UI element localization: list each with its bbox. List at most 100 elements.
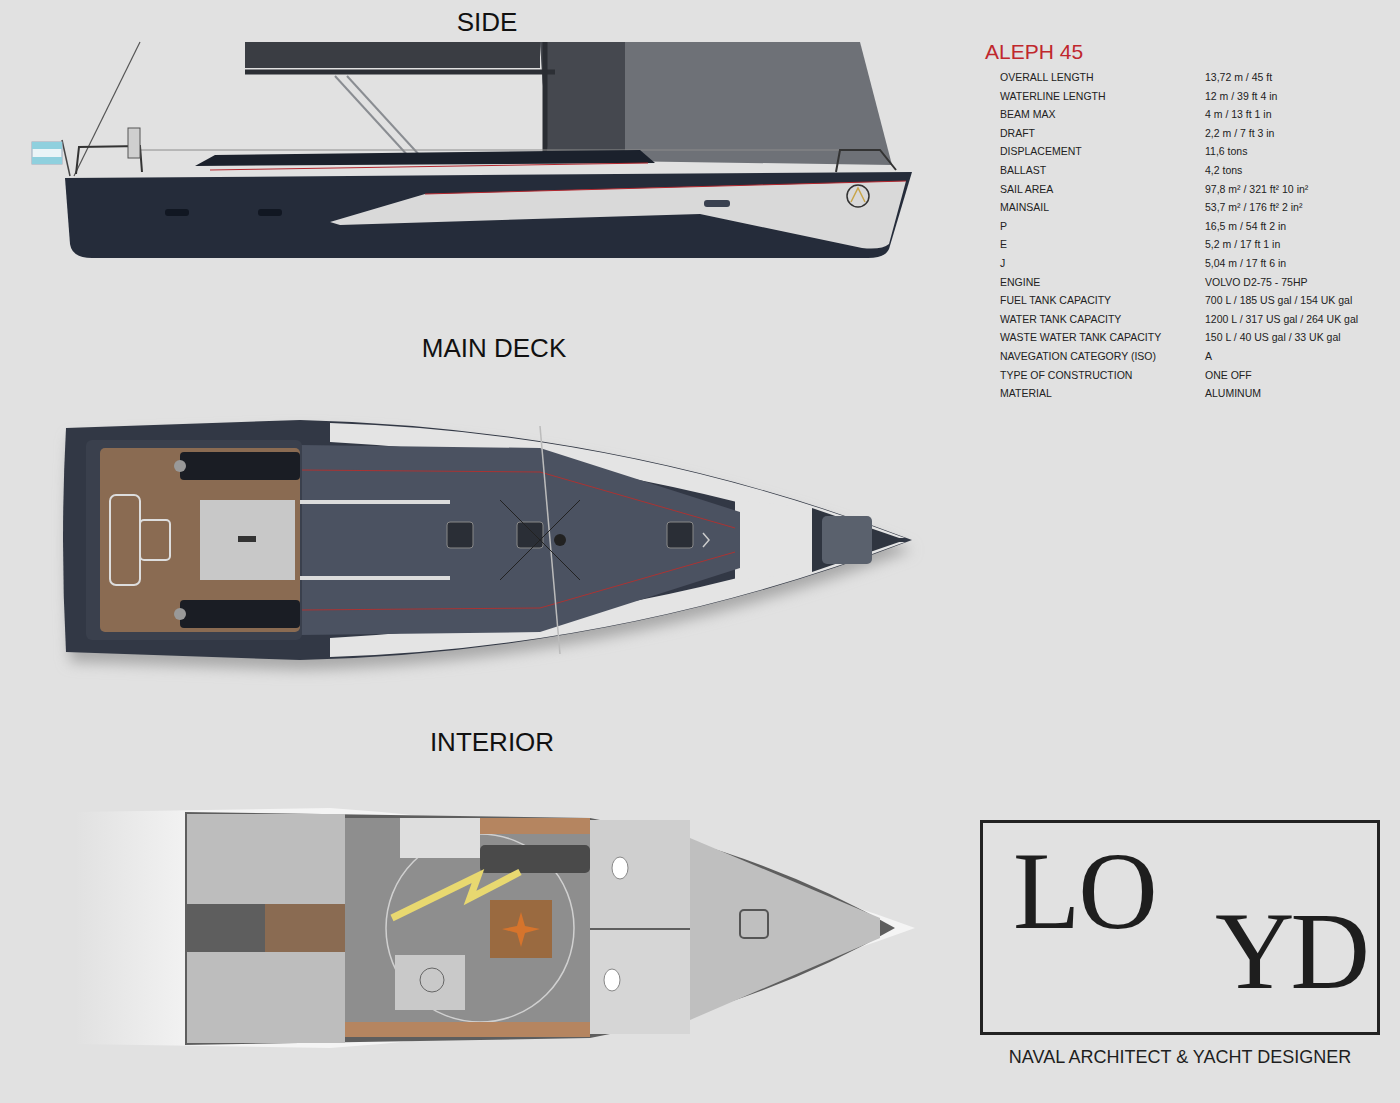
logo-caption: NAVAL ARCHITECT & YACHT DESIGNER xyxy=(1009,1048,1351,1066)
deck-hull xyxy=(63,420,912,660)
spec-name: DRAFT xyxy=(1000,128,1035,139)
forward-cabin xyxy=(690,838,880,1020)
hatch xyxy=(447,522,473,548)
spec-name: WATERLINE LENGTH xyxy=(1000,91,1106,102)
flag-stripe xyxy=(32,142,62,149)
spec-name: BEAM MAX xyxy=(1000,109,1055,120)
deck-plan xyxy=(63,420,912,670)
logo-box: LOYDNAVAL ARCHITECT & YACHT DESIGNER xyxy=(980,820,1380,1035)
porthole xyxy=(258,209,282,216)
spec-value: 700 L / 185 US gal / 154 UK gal xyxy=(1205,295,1352,306)
side-view xyxy=(32,42,912,258)
helm-seat xyxy=(110,495,140,585)
view-heading: SIDE xyxy=(457,9,518,35)
sink xyxy=(420,968,444,992)
spec-title: ALEPH 45 xyxy=(985,41,1083,62)
track xyxy=(300,576,450,580)
spreaders xyxy=(500,500,580,580)
spec-name: MAINSAIL xyxy=(1000,202,1049,213)
spec-name: WASTE WATER TANK CAPACITY xyxy=(1000,332,1161,343)
spec-name: FUEL TANK CAPACITY xyxy=(1000,295,1111,306)
spec-name: SAIL AREA xyxy=(1000,184,1053,195)
spec-name: OVERALL LENGTH xyxy=(1000,72,1094,83)
hatch xyxy=(740,910,768,938)
aft-cabin xyxy=(187,952,345,1043)
flagstaff xyxy=(62,140,70,176)
winch xyxy=(174,460,186,472)
toilet xyxy=(612,857,628,879)
flag-stripe xyxy=(32,157,62,164)
pinstripe xyxy=(425,181,906,194)
cockpit-coaming xyxy=(86,440,302,640)
joinery xyxy=(480,818,590,834)
spec-value: 4 m / 13 ft 1 in xyxy=(1205,109,1272,120)
hull-emblem xyxy=(847,185,869,207)
hull-panel xyxy=(330,181,906,249)
boom xyxy=(245,70,555,75)
mast xyxy=(543,42,548,162)
hull-emblem-mark xyxy=(851,188,865,202)
spec-value: 5,04 m / 17 ft 6 in xyxy=(1205,258,1286,269)
cockpit-bench xyxy=(180,600,300,628)
spec-value: 13,72 m / 45 ft xyxy=(1205,72,1272,83)
mainsail xyxy=(245,42,540,68)
jib-shade xyxy=(540,42,625,161)
spec-value: 97,8 m² / 321 ft² 10 in² xyxy=(1205,184,1308,195)
flag xyxy=(32,142,62,164)
foredeck xyxy=(735,500,812,580)
companionway xyxy=(265,904,345,952)
view-heading: MAIN DECK xyxy=(422,335,566,361)
stern-fitting xyxy=(128,128,140,158)
spec-name: BALLAST xyxy=(1000,165,1046,176)
deck-line xyxy=(300,470,735,528)
deck-shadow xyxy=(67,430,912,670)
vang xyxy=(335,76,410,158)
spec-value: 150 L / 40 US gal / 33 UK gal xyxy=(1205,332,1341,343)
hull xyxy=(65,172,912,258)
hatch xyxy=(517,522,543,548)
settee xyxy=(480,845,590,873)
mast-step xyxy=(554,534,566,546)
bow-deck xyxy=(812,508,905,572)
spec-value: 11,6 tons xyxy=(1205,146,1247,157)
helm-seat xyxy=(140,520,170,560)
deck-mark xyxy=(703,533,709,547)
saloon-table xyxy=(490,900,552,958)
spec-name: DISPLACEMENT xyxy=(1000,146,1082,157)
spec-name: TYPE OF CONSTRUCTION xyxy=(1000,370,1132,381)
spec-value: ALUMINUM xyxy=(1205,388,1261,399)
track xyxy=(300,500,450,504)
spec-value: A xyxy=(1205,351,1212,362)
spec-name: WATER TANK CAPACITY xyxy=(1000,314,1121,325)
light-strip xyxy=(392,872,520,918)
cockpit-table xyxy=(200,500,295,580)
spec-value: 5,2 m / 17 ft 1 in xyxy=(1205,239,1280,250)
interior-hull xyxy=(75,808,915,1048)
interior-plan xyxy=(75,808,915,1048)
toilet xyxy=(604,969,620,991)
spec-value: 4,2 tons xyxy=(1205,165,1242,176)
table-fitting xyxy=(238,536,256,542)
spec-value: ONE OFF xyxy=(1205,370,1252,381)
spec-name: NAVEGATION CATEGORY (ISO) xyxy=(1000,351,1156,362)
spec-name: MATERIAL xyxy=(1000,388,1052,399)
spec-value: 16,5 m / 54 ft 2 in xyxy=(1205,221,1286,232)
deck-line xyxy=(300,552,735,610)
galley xyxy=(395,955,465,1010)
joinery xyxy=(345,1022,590,1037)
bow-pulpit xyxy=(836,150,896,172)
hatch xyxy=(667,522,693,548)
vang xyxy=(347,76,422,158)
backstay xyxy=(74,42,140,176)
lifeline xyxy=(140,150,840,151)
spec-value: 2,2 m / 7 ft 3 in xyxy=(1205,128,1274,139)
head xyxy=(590,930,690,1034)
spec-value: 1200 L / 317 US gal / 264 UK gal xyxy=(1205,314,1358,325)
pinstripe xyxy=(210,163,648,170)
cockpit-bench xyxy=(180,452,300,480)
logo-letters: YD xyxy=(1215,896,1366,1006)
logo-letters: LO xyxy=(1013,836,1156,946)
nav-station xyxy=(400,818,480,858)
